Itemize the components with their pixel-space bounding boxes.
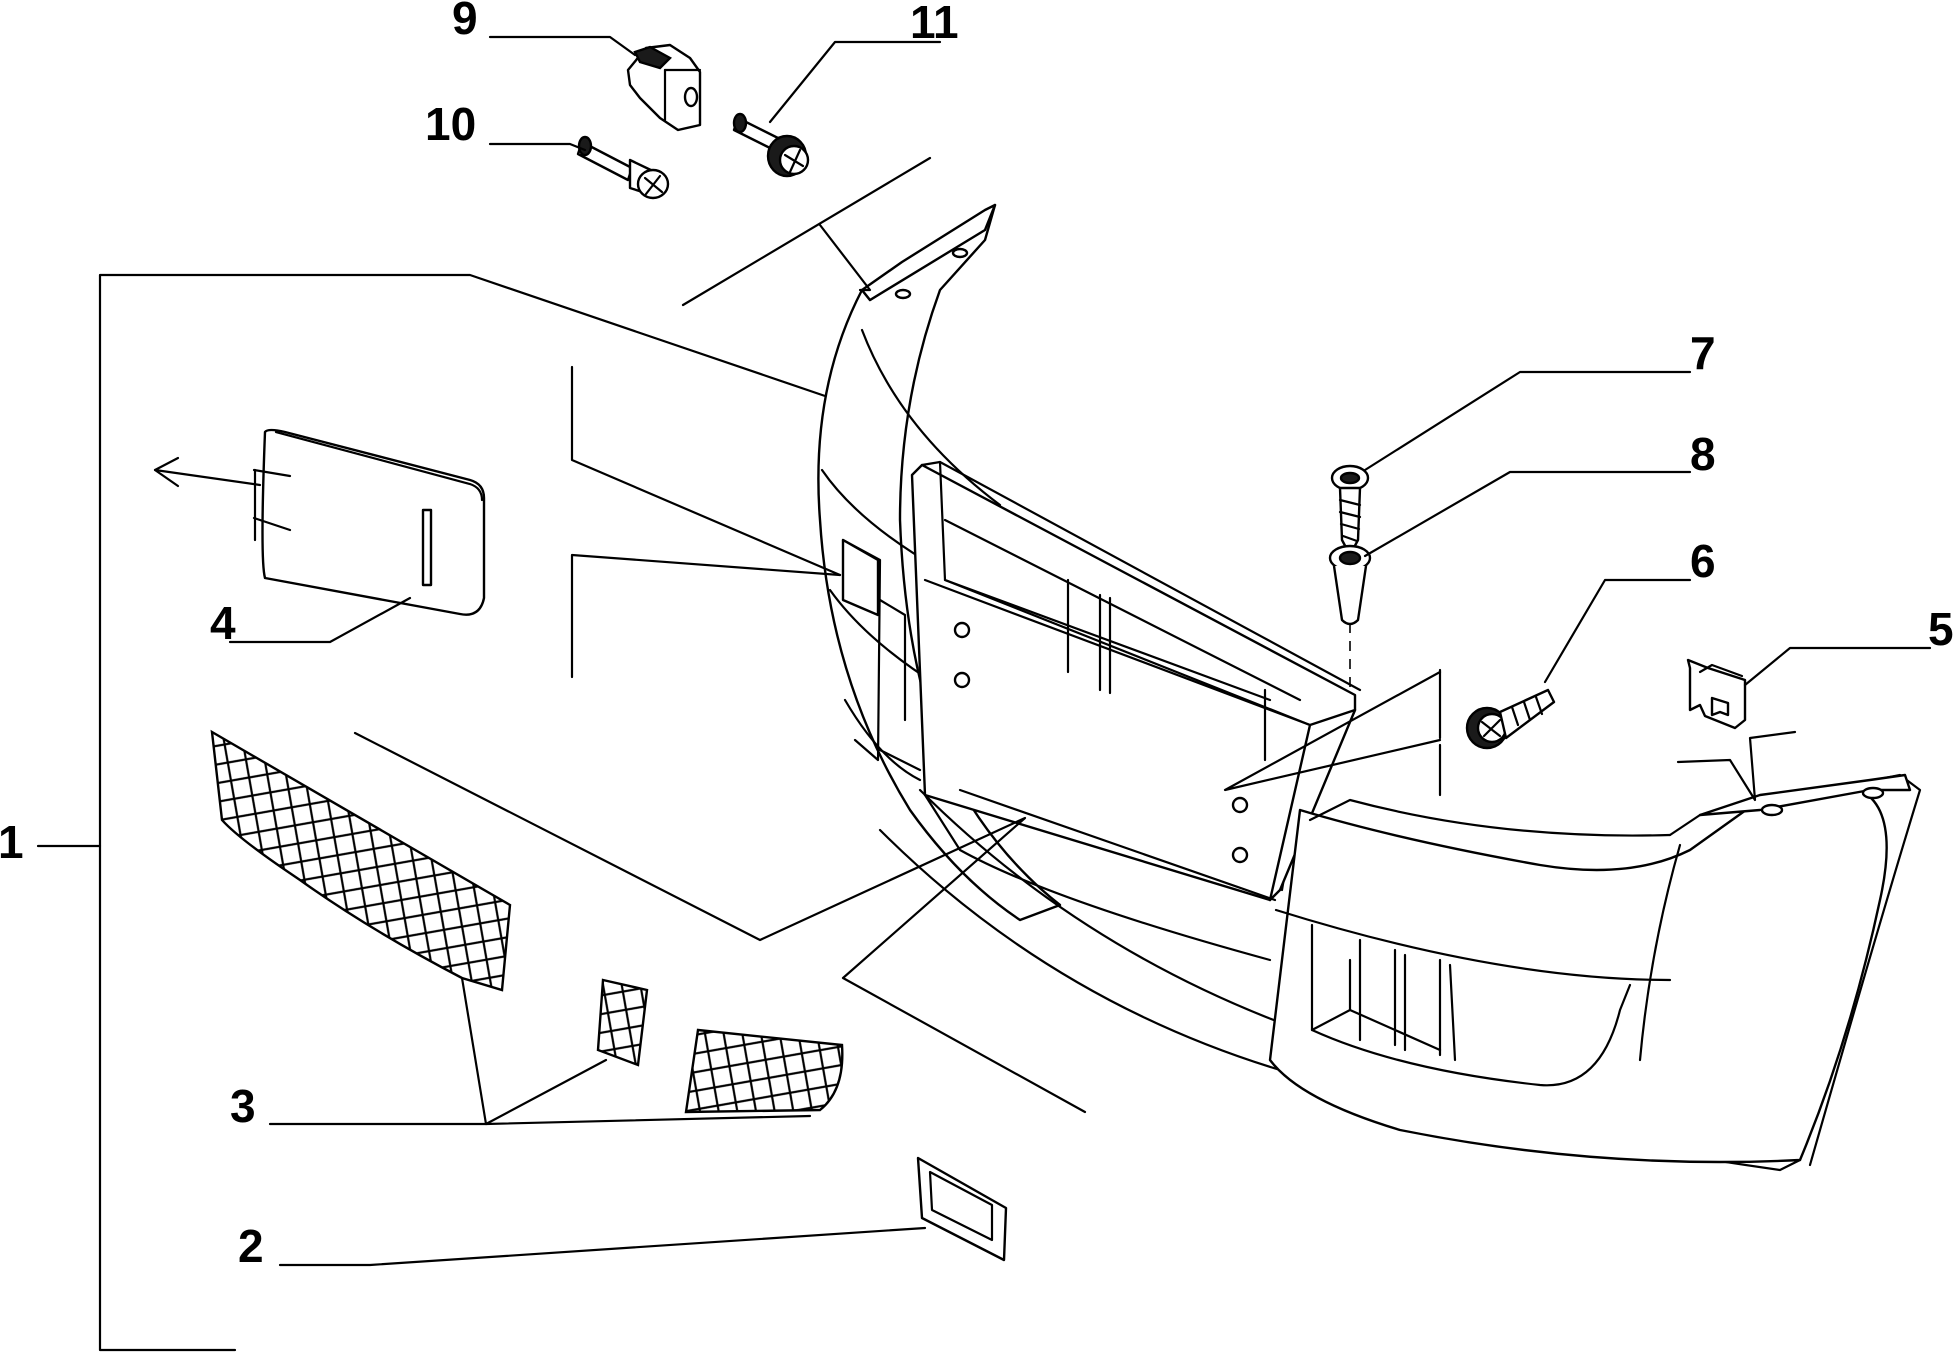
screw-part-11 <box>732 40 942 178</box>
callout-10: 10 <box>425 98 476 150</box>
callout-4: 4 <box>210 597 236 649</box>
callout-5: 5 <box>1928 603 1954 655</box>
mesh-parts-3 <box>210 729 844 1126</box>
plate-part-4 <box>153 428 486 644</box>
screw-part-10 <box>488 135 670 200</box>
badge-part-2 <box>278 1156 1008 1267</box>
screw-part-6 <box>1465 578 1692 750</box>
callout-6: 6 <box>1690 535 1716 587</box>
assembly-bracket <box>36 273 830 1352</box>
leader-lines <box>353 156 1797 1114</box>
callout-11: 11 <box>910 0 959 48</box>
callout-8: 8 <box>1690 428 1716 480</box>
sleeve-part-8 <box>1328 470 1692 626</box>
clip-part <box>488 35 702 132</box>
callout-3: 3 <box>230 1080 256 1132</box>
callout-labels: 1 2 3 4 5 6 7 8 9 10 11 <box>0 0 1954 1272</box>
bumper-body <box>817 203 1922 1172</box>
callout-9: 9 <box>452 0 478 44</box>
callout-1: 1 <box>0 816 24 868</box>
callout-7: 7 <box>1690 327 1716 379</box>
screw-part-7 <box>1330 370 1692 557</box>
clip-part-5 <box>1686 646 1932 730</box>
callout-2: 2 <box>238 1220 264 1272</box>
